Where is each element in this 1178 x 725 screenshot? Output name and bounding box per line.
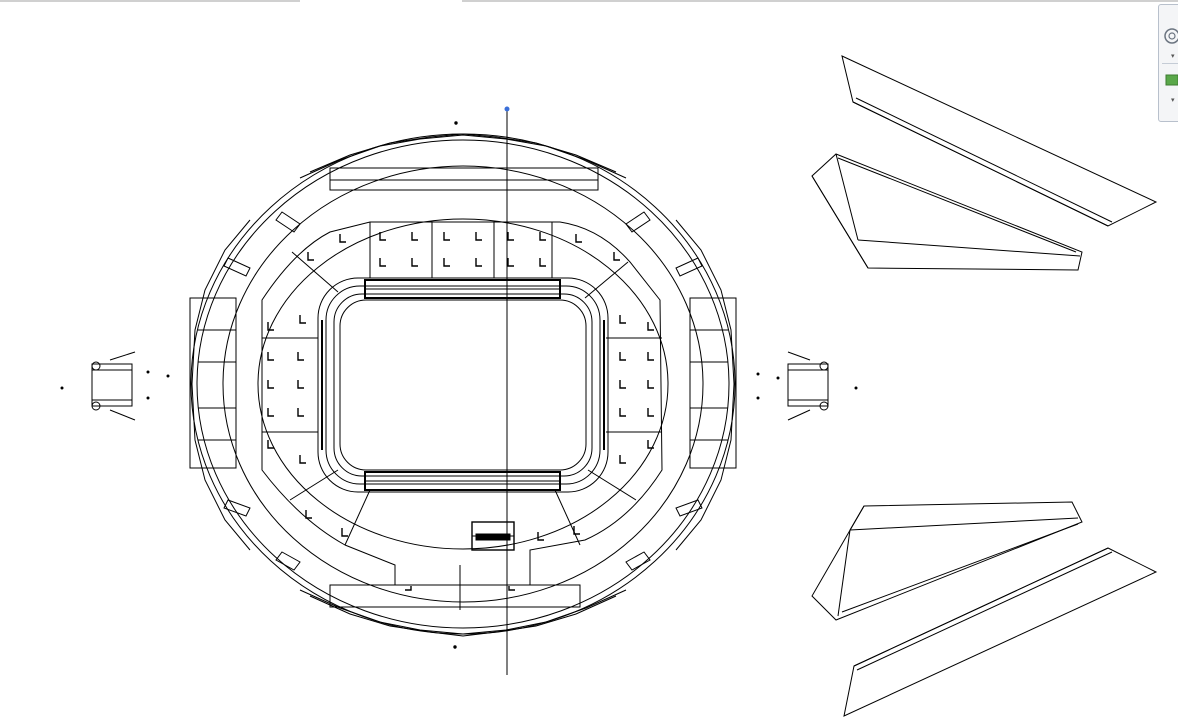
zoom-region-icon[interactable] <box>1163 71 1178 89</box>
south-stand-band <box>329 584 581 608</box>
concourse-ring-outer <box>222 165 704 603</box>
tier-band-outer <box>317 277 609 493</box>
navigation-bar: ▾ ▾ <box>1158 4 1178 122</box>
section-divider-se <box>587 469 637 501</box>
roof-panel-top-outer <box>841 55 1158 227</box>
roof-edge-east <box>675 219 735 551</box>
north-stand-band <box>329 167 599 191</box>
tier-band-mid <box>325 285 601 485</box>
survey-mark-north <box>454 121 458 125</box>
seating-bowl-outer <box>261 221 663 586</box>
nav-separator <box>1162 63 1178 64</box>
tier-band-inner <box>333 293 593 477</box>
roof-panel-top-inner <box>811 153 1083 271</box>
section-divider-s2 <box>554 489 581 546</box>
roof-edge-north <box>299 134 627 179</box>
top-scrollbar-right <box>462 0 1178 2</box>
roof-panel-bottom-inner <box>811 501 1083 621</box>
steering-wheel-icon[interactable] <box>1163 27 1178 45</box>
stadium-plan <box>189 133 737 637</box>
east-entrance-block <box>689 297 737 469</box>
concourse-ring-inner <box>257 218 669 550</box>
section-divider-sw <box>289 469 339 501</box>
west-gate-structure <box>60 351 170 421</box>
west-entrance-block <box>189 297 237 469</box>
steering-wheel-dropdown-icon[interactable]: ▾ <box>1171 52 1175 60</box>
section-divider-nw <box>291 251 339 293</box>
seat-symbols <box>267 232 654 591</box>
top-scrollbar-left <box>0 0 300 2</box>
stadium-outer-shell-2 <box>196 139 730 629</box>
roof-panel-bottom-outer <box>843 547 1158 717</box>
roof-edge-south-2 <box>309 595 617 637</box>
axis-grip-point[interactable] <box>504 106 510 112</box>
media-box-inner <box>475 533 511 541</box>
section-divider-ne <box>584 261 629 299</box>
section-divider-s1 <box>344 489 371 546</box>
roof-edge-north-2 <box>309 133 617 173</box>
roof-edge-west <box>191 219 251 551</box>
roof-edge-south <box>299 589 627 635</box>
stair-details <box>223 211 703 571</box>
zoom-dropdown-icon[interactable]: ▾ <box>1171 96 1175 104</box>
survey-mark-south <box>453 645 457 649</box>
stadium-outer-shell <box>190 133 736 635</box>
east-gate-structure <box>756 351 858 421</box>
pitch <box>339 299 587 471</box>
